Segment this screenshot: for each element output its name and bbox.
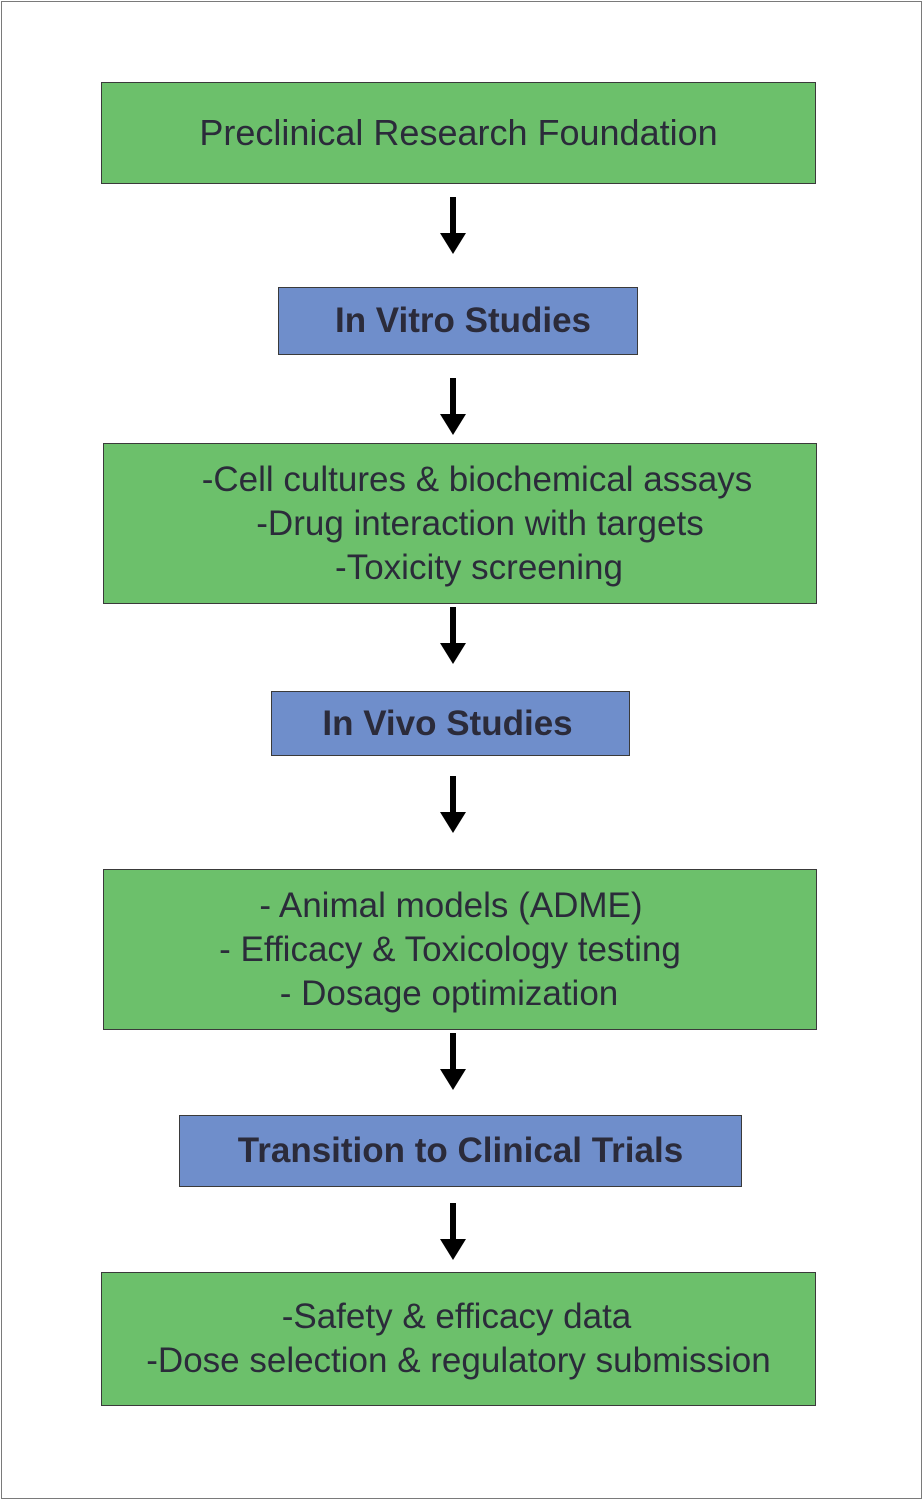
detail-line: - Animal models (ADME) [259, 885, 643, 925]
node-transition-label: Transition to Clinical Trials [237, 1131, 684, 1170]
detail-line: - Dosage optimization [279, 973, 619, 1013]
detail-line: - Efficacy & Toxicology testing [219, 929, 681, 969]
arrow-down-icon [440, 1033, 466, 1090]
node-in-vivo-label: In Vivo Studies [322, 703, 573, 743]
node-in-vitro: In Vitro Studies [278, 287, 638, 355]
detail-line: -Safety & efficacy data [281, 1297, 632, 1336]
arrow-down-icon [440, 1203, 466, 1260]
node-foundation-label: Preclinical Research Foundation [199, 112, 718, 153]
node-clinical-details: -Safety & efficacy data -Dose selection … [101, 1272, 816, 1406]
detail-line: -Dose selection & regulatory submission [146, 1341, 771, 1380]
detail-line: -Cell cultures & biochemical assays [201, 459, 753, 499]
node-in-vitro-label: In Vitro Studies [334, 301, 592, 340]
arrow-down-icon [440, 776, 466, 833]
detail-line: -Drug interaction with targets [256, 503, 704, 543]
node-transition: Transition to Clinical Trials [179, 1115, 742, 1187]
detail-line: -Toxicity screening [335, 547, 623, 587]
node-foundation: Preclinical Research Foundation [101, 82, 816, 184]
node-in-vivo-details: - Animal models (ADME) - Efficacy & Toxi… [103, 869, 817, 1030]
arrow-down-icon [440, 197, 466, 254]
node-in-vitro-details: -Cell cultures & biochemical assays -Dru… [103, 443, 817, 604]
arrow-down-icon [440, 378, 466, 435]
node-in-vivo: In Vivo Studies [271, 691, 630, 756]
arrow-down-icon [440, 607, 466, 664]
